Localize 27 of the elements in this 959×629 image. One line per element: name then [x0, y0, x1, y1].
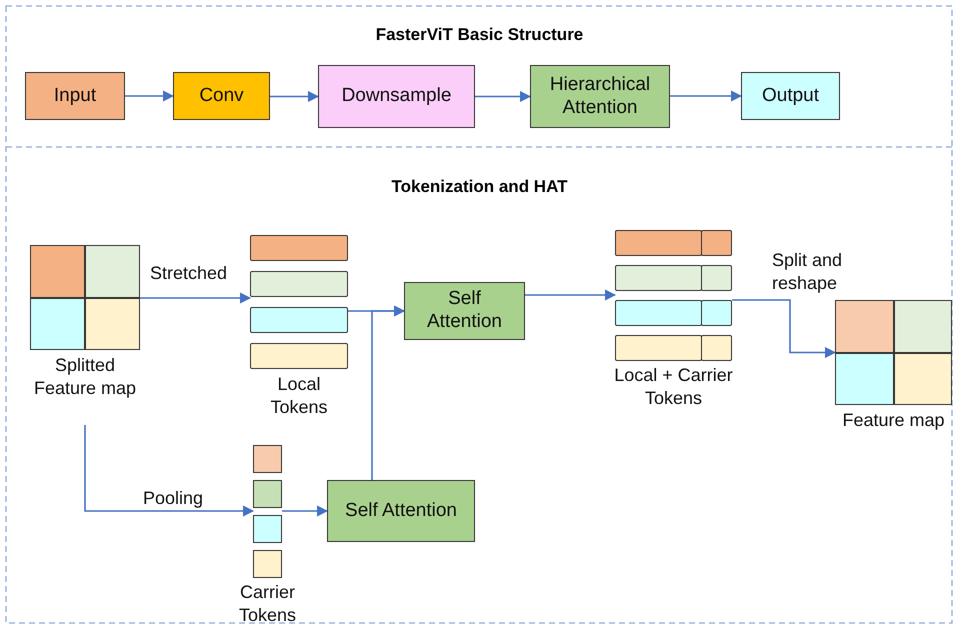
process-box: Hierarchical Attention — [530, 65, 670, 128]
arrow — [140, 292, 252, 304]
arrow — [475, 90, 532, 102]
arrow — [84, 425, 254, 517]
arrow — [371, 305, 406, 480]
arrow — [270, 90, 320, 102]
arrow — [525, 289, 616, 301]
node-caption: Carrier Tokens — [238, 581, 298, 626]
node-caption: Splitted Feature map — [32, 354, 138, 399]
arrow — [282, 505, 328, 517]
process-box: Self Attention — [327, 480, 475, 542]
arrow — [732, 299, 836, 358]
edge-label: Stretched — [150, 262, 228, 284]
process-box: Self Attention — [404, 282, 525, 340]
node-caption: Feature map — [841, 409, 946, 432]
arrow — [125, 90, 174, 102]
edge-label: Pooling — [143, 487, 204, 510]
edge-label: Split and reshape — [772, 249, 844, 294]
process-box: Downsample — [318, 65, 475, 128]
process-box: Conv — [173, 72, 270, 120]
process-box: Input — [25, 72, 125, 120]
node-caption: Local + Carrier Tokens — [613, 364, 734, 409]
arrow — [670, 90, 742, 102]
process-box: Output — [741, 72, 840, 120]
diagram-title: FasterViT Basic Structure — [374, 25, 584, 45]
node-caption: Local Tokens — [269, 373, 329, 418]
section-heading: Tokenization and HAT — [390, 177, 568, 197]
